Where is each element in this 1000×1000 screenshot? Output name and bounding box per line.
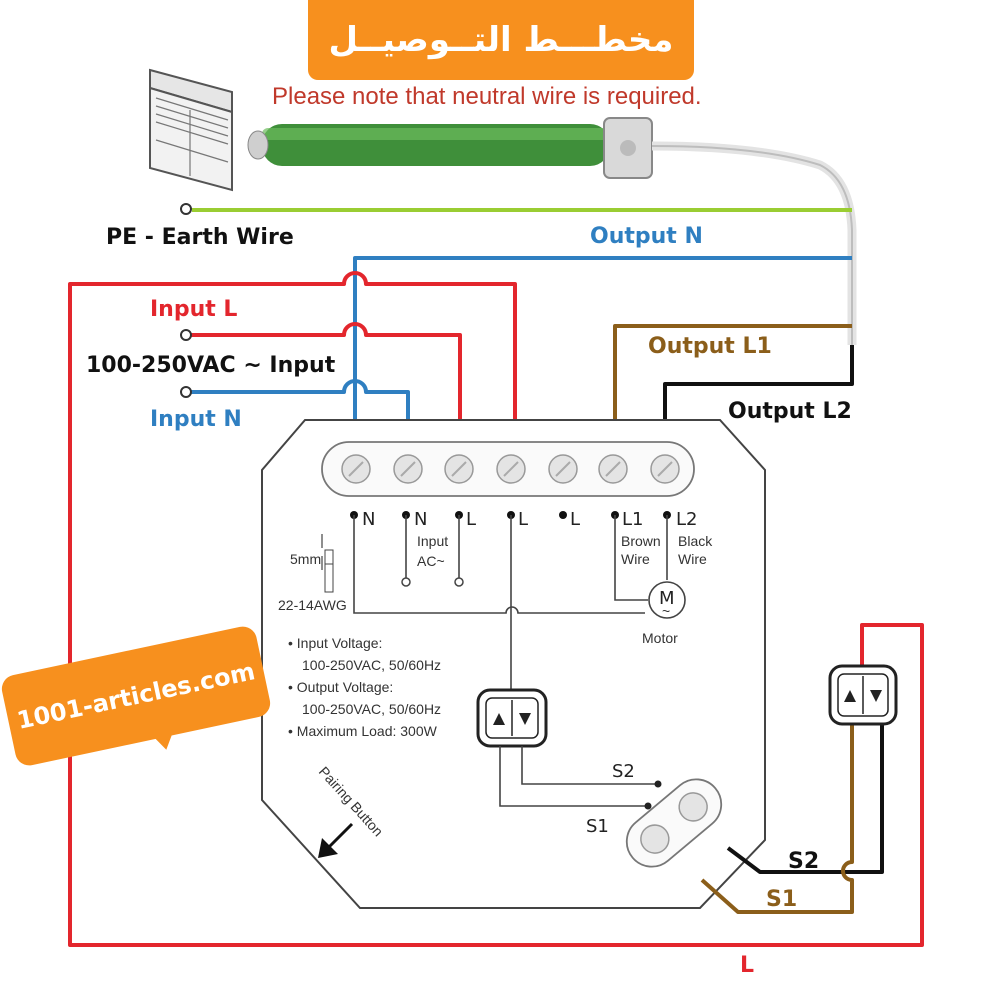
pairing-arrow-icon [318, 822, 354, 858]
roller-shutter-icon [149, 68, 233, 192]
input-ac-label: Input [417, 533, 448, 549]
supply-label: 100-250VAC ~ Input [86, 353, 336, 378]
motor-label: Motor [642, 630, 678, 646]
motor-symbol: M [659, 588, 675, 609]
terminal-label: L [518, 509, 528, 530]
switch-module [261, 419, 766, 909]
input-l-label: Input L [150, 297, 237, 322]
neutral-note: Please note that neutral wire is require… [272, 83, 702, 110]
output-l1-label: Output L1 [648, 334, 772, 359]
output-l2-label: Output L2 [728, 399, 852, 424]
terminal-label: L2 [676, 509, 697, 530]
spec-line: • Output Voltage: [288, 679, 393, 695]
tubular-motor-icon [247, 117, 653, 179]
l-label: L [740, 953, 754, 978]
terminal-label: L1 [622, 509, 643, 530]
input-ac-label: AC~ [417, 553, 445, 569]
strip-length: 5mm [290, 551, 321, 567]
spec-line: • Maximum Load: 300W [288, 723, 438, 739]
title-banner: مخطـــط التــوصيــل [308, 0, 694, 80]
motor-tilde: ~ [662, 603, 670, 619]
s1-terminal-label: S1 [586, 816, 609, 837]
output-n-label: Output N [590, 224, 703, 249]
s-terminal-block [625, 778, 723, 868]
brown-wire-label: Wire [621, 551, 650, 567]
input-n-label: Input N [150, 407, 242, 432]
up-down-switch-icon [828, 664, 898, 726]
brown-wire-label: Brown [621, 533, 661, 549]
black-wire-label: Black [678, 533, 713, 549]
s2-label: S2 [788, 849, 819, 874]
terminal-label: N [414, 509, 427, 530]
spec-line: • Input Voltage: [288, 635, 382, 651]
wire-gauge: 22-14AWG [278, 597, 347, 613]
spec-line: 100-250VAC, 50/60Hz [302, 657, 441, 673]
motor-symbol-icon: M ~ [648, 581, 686, 619]
black-wire-label: Wire [678, 551, 707, 567]
terminal-label: N [362, 509, 375, 530]
s1-label: S1 [766, 887, 797, 912]
pe-label: PE - Earth Wire [106, 225, 294, 250]
s2-terminal-label: S2 [612, 761, 635, 782]
up-down-switch-icon [476, 688, 548, 748]
strip-gauge-icon [321, 534, 334, 593]
terminal-label: L [466, 509, 476, 530]
spec-line: 100-250VAC, 50/60Hz [302, 701, 441, 717]
terminal-label: L [570, 509, 580, 530]
